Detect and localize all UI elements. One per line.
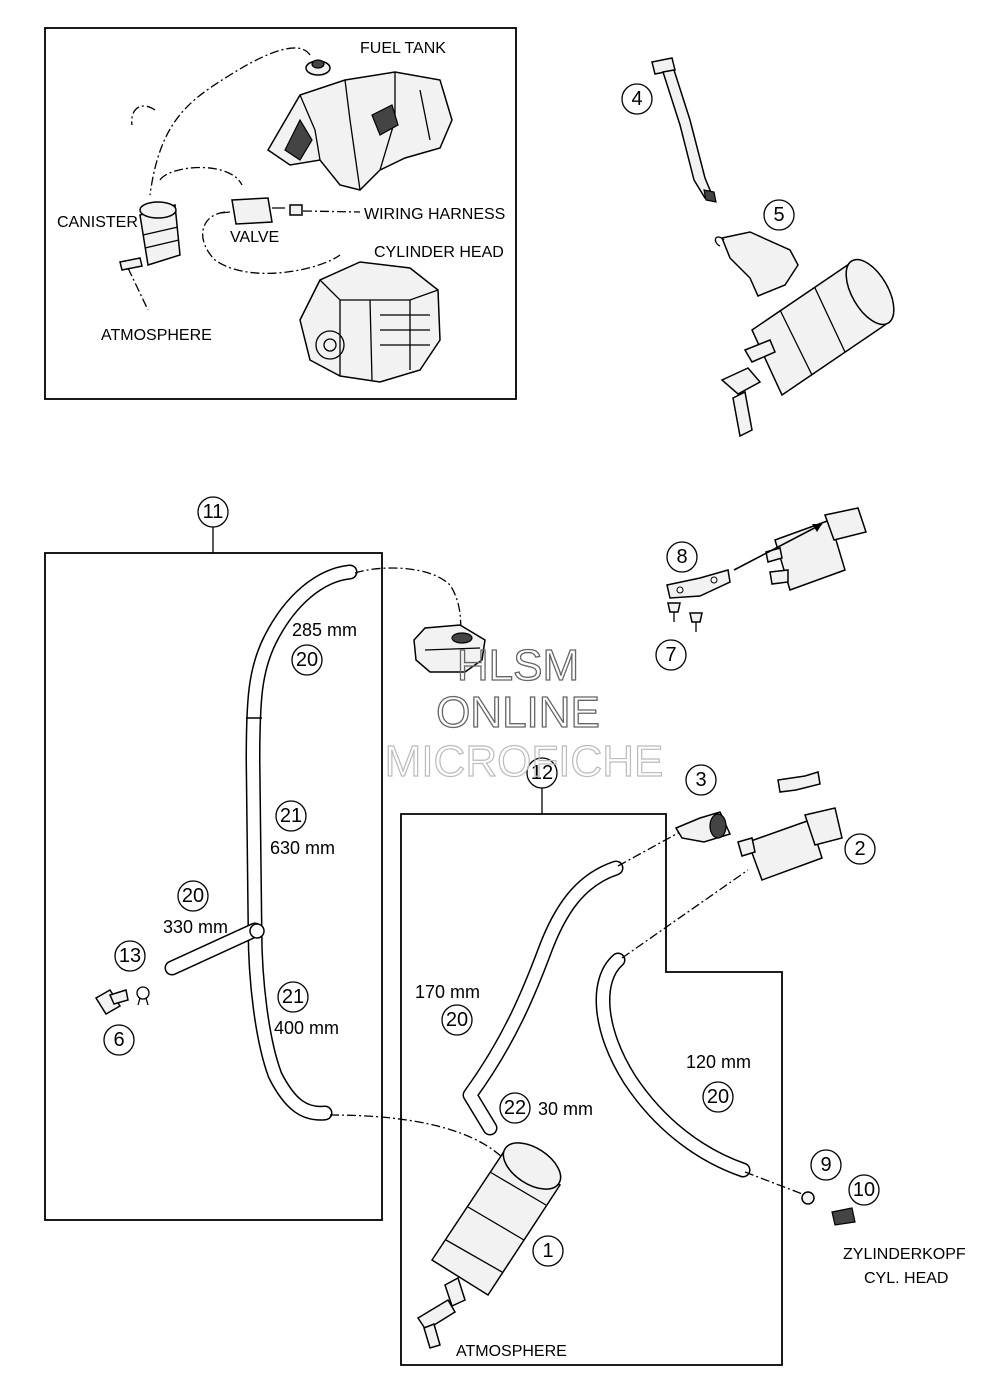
atmosphere-label-overview: ATMOSPHERE xyxy=(101,327,212,344)
line-to-valve-3 xyxy=(617,831,681,867)
hose-kit-12 xyxy=(400,788,806,1366)
callout-3: 3 xyxy=(695,769,706,791)
callout-8: 8 xyxy=(676,546,687,568)
fuel-tank-label: FUEL TANK xyxy=(360,40,446,57)
zylinderkopf-label: ZYLINDERKOPF xyxy=(843,1246,966,1263)
callout-21-b: 21 xyxy=(282,986,304,1008)
hose-nipple-6 xyxy=(94,988,129,1016)
box-11-frame xyxy=(44,552,383,1221)
bracket-8 xyxy=(666,569,731,599)
hose-clamp-13 xyxy=(136,986,150,1006)
holder-plate-5 xyxy=(714,231,799,297)
callout-22: 22 xyxy=(504,1097,526,1119)
arrow-to-valve xyxy=(733,523,823,571)
valve-detail-upper xyxy=(765,507,867,591)
callout-20-a: 20 xyxy=(296,649,318,671)
line-to-cyl-head xyxy=(744,1171,806,1196)
callout-6: 6 xyxy=(113,1029,124,1051)
callout-20-c: 20 xyxy=(446,1009,468,1031)
t-piece xyxy=(249,923,265,939)
hose-length-330: 330 mm xyxy=(163,917,228,937)
hose-length-170: 170 mm xyxy=(415,982,480,1002)
valve-bracket-2 xyxy=(777,771,821,793)
hose-length-400: 400 mm xyxy=(274,1018,339,1038)
line-to-canister xyxy=(329,1114,506,1161)
callout-1: 1 xyxy=(542,1240,553,1262)
box-12-frame xyxy=(400,813,783,1366)
hose-length-120: 120 mm xyxy=(686,1052,751,1072)
canister-detail-top xyxy=(720,258,895,438)
hose-170 xyxy=(462,860,624,1136)
line-to-fuel-cap xyxy=(354,567,462,637)
clamp-9 xyxy=(801,1191,815,1205)
callout-2: 2 xyxy=(854,838,865,860)
watermark: HLSM ONLINE MICROFICHE xyxy=(384,640,664,786)
callout-12: 12 xyxy=(531,762,553,784)
callout-4: 4 xyxy=(631,88,642,110)
wiring-harness-label: WIRING HARNESS xyxy=(364,206,505,223)
overview-line-tank xyxy=(149,47,311,196)
overview-line-atmosphere xyxy=(127,267,149,311)
overview-frame xyxy=(44,27,517,400)
canister-label: CANISTER xyxy=(57,214,138,231)
callout-20-b: 20 xyxy=(182,885,204,907)
callout-11: 11 xyxy=(203,501,224,523)
screws-7 xyxy=(667,602,703,632)
valve-label: VALVE xyxy=(230,229,279,246)
watermark-line-1: HLSM xyxy=(457,641,579,690)
atmosphere-label: ATMOSPHERE xyxy=(456,1343,567,1360)
overview-line-harness xyxy=(302,210,361,213)
overview-inset: FUEL TANK CANISTER VALVE WIRING HARNESS … xyxy=(44,27,517,400)
vent-valve-2 xyxy=(737,807,843,881)
cyl-head-label: CYL. HEAD xyxy=(864,1270,948,1287)
watermark-line-3: MICROFICHE xyxy=(385,737,664,786)
callout-21-a: 21 xyxy=(280,805,302,827)
arrow-head xyxy=(812,524,822,532)
callout-10: 10 xyxy=(853,1179,875,1201)
hose-length-30: 30 mm xyxy=(538,1099,593,1119)
line-to-valve-2 xyxy=(621,869,749,959)
hose-length-labels: 285 mm 630 mm 330 mm 400 mm 170 mm 30 mm… xyxy=(163,620,751,1119)
nipple-10 xyxy=(831,1207,856,1226)
callout-13: 13 xyxy=(119,945,141,967)
overview-line-valve xyxy=(159,166,243,186)
callouts: 1 2 3 4 5 6 7 8 9 10 11 12 13 20 20 20 2… xyxy=(103,83,880,1267)
hose-kit-11 xyxy=(44,527,506,1221)
bracket-strap-4 xyxy=(651,57,717,203)
overview-line-cylhead xyxy=(202,211,341,274)
watermark-line-2: ONLINE xyxy=(436,688,600,737)
callout-9: 9 xyxy=(820,1154,831,1176)
valve-drawing xyxy=(219,197,303,225)
canister-drawing xyxy=(119,201,181,271)
callout-5: 5 xyxy=(773,204,784,226)
overview-line-vent xyxy=(131,105,156,126)
hose-length-285: 285 mm xyxy=(292,620,357,640)
callout-20-d: 20 xyxy=(707,1086,729,1108)
cylinder-head-drawing xyxy=(299,261,441,383)
canister-part-1 xyxy=(416,1142,562,1349)
fuel-tank-drawing xyxy=(267,59,453,191)
valve-fitting-3 xyxy=(674,811,732,843)
hose-length-630: 630 mm xyxy=(270,838,335,858)
cylinder-head-label: CYLINDER HEAD xyxy=(374,244,504,261)
callout-7: 7 xyxy=(665,644,676,666)
fuel-cap-drawing xyxy=(413,624,486,673)
